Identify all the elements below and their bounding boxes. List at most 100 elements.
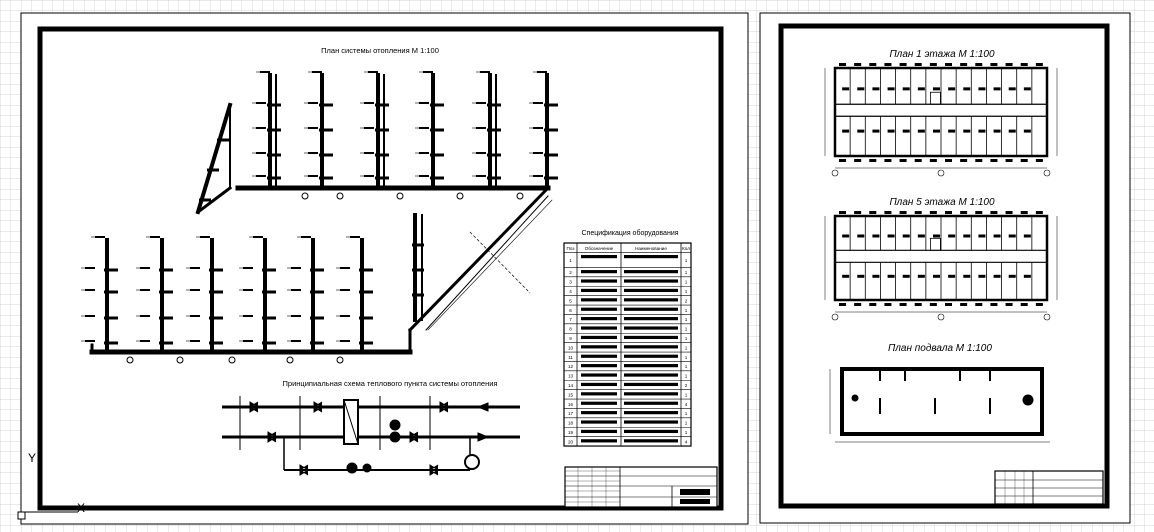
- spec-code-placeholder: [581, 411, 617, 415]
- heat-point-schematic: [222, 396, 520, 476]
- spec-cell: 8: [569, 327, 572, 332]
- spec-cell: 11: [568, 355, 573, 360]
- basement-plan: [829, 367, 1050, 443]
- spec-cell: 6: [569, 308, 572, 313]
- spec-cell: 17: [568, 411, 574, 416]
- spec-name-placeholder: [624, 373, 678, 377]
- riser-labels: [81, 71, 547, 364]
- spec-name-placeholder: [624, 326, 678, 330]
- plan-floor-1-title: План 1 этажа М 1:100: [889, 49, 995, 60]
- heating-plan-title: План системы отопления М 1:100: [321, 46, 439, 55]
- spec-code-placeholder: [581, 345, 617, 349]
- spec-cell: 3: [569, 280, 572, 285]
- spec-cell: 1: [685, 270, 688, 275]
- sheet-1-inner-frame: [37, 26, 724, 511]
- spec-name-placeholder: [624, 298, 678, 302]
- spec-cell: 10: [568, 345, 574, 350]
- spec-name-placeholder: [624, 345, 678, 349]
- title-block-sheet-2[interactable]: [994, 470, 1104, 505]
- specification-table[interactable]: Спецификация оборудования Поз Обозначение…: [563, 229, 692, 447]
- spec-code-placeholder: [581, 401, 617, 405]
- spec-cell: 1: [685, 317, 688, 322]
- spec-code-placeholder: [581, 335, 617, 340]
- ucs-x-label: X: [77, 501, 85, 515]
- spec-name-placeholder: [624, 354, 678, 358]
- ucs-icon: Y X: [17, 451, 85, 520]
- heating-pipework: [89, 73, 558, 355]
- spec-code-placeholder: [581, 326, 617, 330]
- spec-name-placeholder: [624, 307, 678, 311]
- spec-cell: 1: [685, 430, 688, 435]
- spec-cell: 15: [568, 392, 574, 397]
- spec-code-placeholder: [581, 364, 617, 368]
- spec-cell: Поз: [567, 246, 575, 251]
- spec-cell: 1: [685, 289, 688, 294]
- spec-cell: 4: [685, 439, 688, 444]
- spec-cell: 1: [685, 374, 688, 379]
- spec-cell: Наименование: [635, 246, 667, 251]
- spec-name-placeholder: [624, 317, 678, 321]
- spec-cell: 9: [569, 336, 572, 341]
- spec-code-placeholder: [581, 382, 617, 387]
- spec-cell: 1: [685, 364, 688, 369]
- spec-name-placeholder: [624, 401, 678, 405]
- spec-code-placeholder: [581, 307, 617, 311]
- spec-cell: 2: [685, 298, 688, 303]
- spec-code-placeholder: [581, 270, 617, 274]
- spec-cell: 2: [685, 383, 688, 388]
- spec-name-placeholder: [624, 364, 678, 368]
- spec-cell: 1: [685, 280, 688, 285]
- spec-code-placeholder: [581, 420, 617, 424]
- spec-cell: 4: [569, 289, 572, 294]
- spec-name-placeholder: [624, 288, 678, 293]
- spec-cell: 1: [685, 336, 688, 341]
- floor-plans: [824, 63, 1058, 321]
- spec-name-placeholder: [624, 335, 678, 340]
- spec-cell: 16: [568, 402, 574, 407]
- spec-cell: 4: [685, 402, 688, 407]
- spec-cell: 1: [685, 327, 688, 332]
- spec-name-placeholder: [624, 429, 678, 434]
- ucs-y-label: Y: [28, 451, 36, 465]
- spec-code-placeholder: [581, 317, 617, 321]
- sheet-2-outer-frame: [759, 12, 1131, 524]
- spec-cell: 2: [569, 270, 572, 275]
- heat-point-title: Принципиальная схема теплового пункта си…: [283, 379, 498, 388]
- spec-name-placeholder: [624, 392, 678, 396]
- spec-code-placeholder: [581, 288, 617, 293]
- spec-cell: Обозначение: [585, 246, 614, 251]
- spec-code-placeholder: [581, 279, 617, 283]
- spec-cell: 1: [685, 308, 688, 313]
- spec-code-placeholder: [581, 429, 617, 434]
- spec-cell: 7: [569, 317, 572, 322]
- plan-floor-5-title: План 5 этажа М 1:100: [889, 197, 995, 208]
- spec-cell: 1: [685, 355, 688, 360]
- plan-basement-title: План подвала М 1:100: [888, 343, 992, 354]
- spec-cell: 1: [569, 258, 572, 263]
- spec-cell: 20: [568, 439, 574, 444]
- title-block-sheet-1[interactable]: [564, 466, 718, 508]
- sheet-1[interactable]: План системы отопления М 1:100 Принципиа…: [20, 12, 749, 525]
- spec-name-placeholder: [624, 382, 678, 387]
- spec-cell: 13: [568, 374, 574, 379]
- spec-cell: 5: [569, 298, 572, 303]
- spec-cell: 1: [685, 345, 688, 350]
- spec-cell: 1: [685, 411, 688, 416]
- spec-cell: 19: [568, 430, 574, 435]
- sheet-2[interactable]: План 1 этажа М 1:100 План 5 этажа М 1:10…: [759, 12, 1131, 524]
- spec-cell: 1: [685, 258, 688, 263]
- spec-code-placeholder: [581, 354, 617, 358]
- spec-title: Спецификация оборудования: [581, 229, 678, 237]
- spec-name-placeholder: [624, 255, 678, 259]
- spec-name-placeholder: [624, 270, 678, 274]
- spec-cell: 1: [685, 392, 688, 397]
- spec-code-placeholder: [581, 298, 617, 302]
- spec-name-placeholder: [624, 279, 678, 283]
- spec-code-placeholder: [581, 255, 617, 259]
- spec-name-placeholder: [624, 411, 678, 415]
- spec-cell: Кол: [682, 246, 690, 251]
- spec-cell: 12: [568, 364, 574, 369]
- spec-code-placeholder: [581, 439, 617, 443]
